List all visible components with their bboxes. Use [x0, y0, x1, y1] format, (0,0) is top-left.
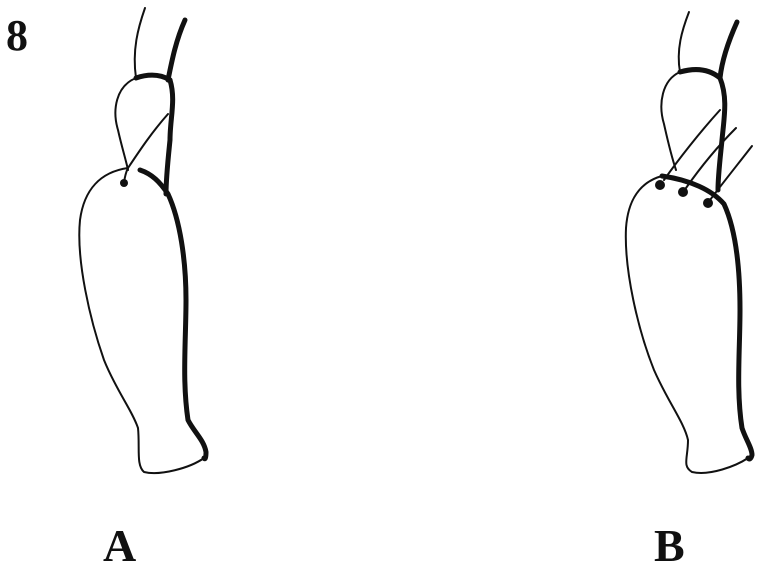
panel-b-stalk-joint: [680, 70, 720, 78]
panel-b-seta-3: [710, 146, 752, 200]
panel-b-drawing: [626, 12, 752, 473]
panel-a-upper-segment-right: [166, 80, 173, 194]
panel-a-seta: [128, 114, 168, 168]
panel-a-upper-segment: [115, 78, 136, 170]
panel-a-lower-segment-right: [140, 170, 206, 459]
panel-b-upper-segment: [661, 72, 680, 170]
panel-b-stalk-right: [720, 22, 737, 78]
panel-b-seta-base-2: [678, 187, 688, 197]
panel-a-drawing: [79, 8, 206, 473]
panel-a-stalk-left: [135, 8, 145, 78]
panel-b-seta-1: [664, 110, 720, 180]
panel-a-label: A: [103, 523, 136, 569]
panel-b-label: B: [654, 523, 685, 569]
panel-b-lower-segment-right: [662, 176, 752, 459]
panel-a-stalk-joint: [136, 75, 170, 80]
panel-b-stalk-left: [679, 12, 689, 72]
panel-a-stalk-right: [168, 20, 185, 80]
panel-b-seta-base-1: [655, 180, 665, 190]
panel-b-upper-segment-right: [718, 78, 725, 190]
panel-b-seta-base-3: [703, 198, 713, 208]
panel-b-seta-2: [686, 128, 736, 188]
